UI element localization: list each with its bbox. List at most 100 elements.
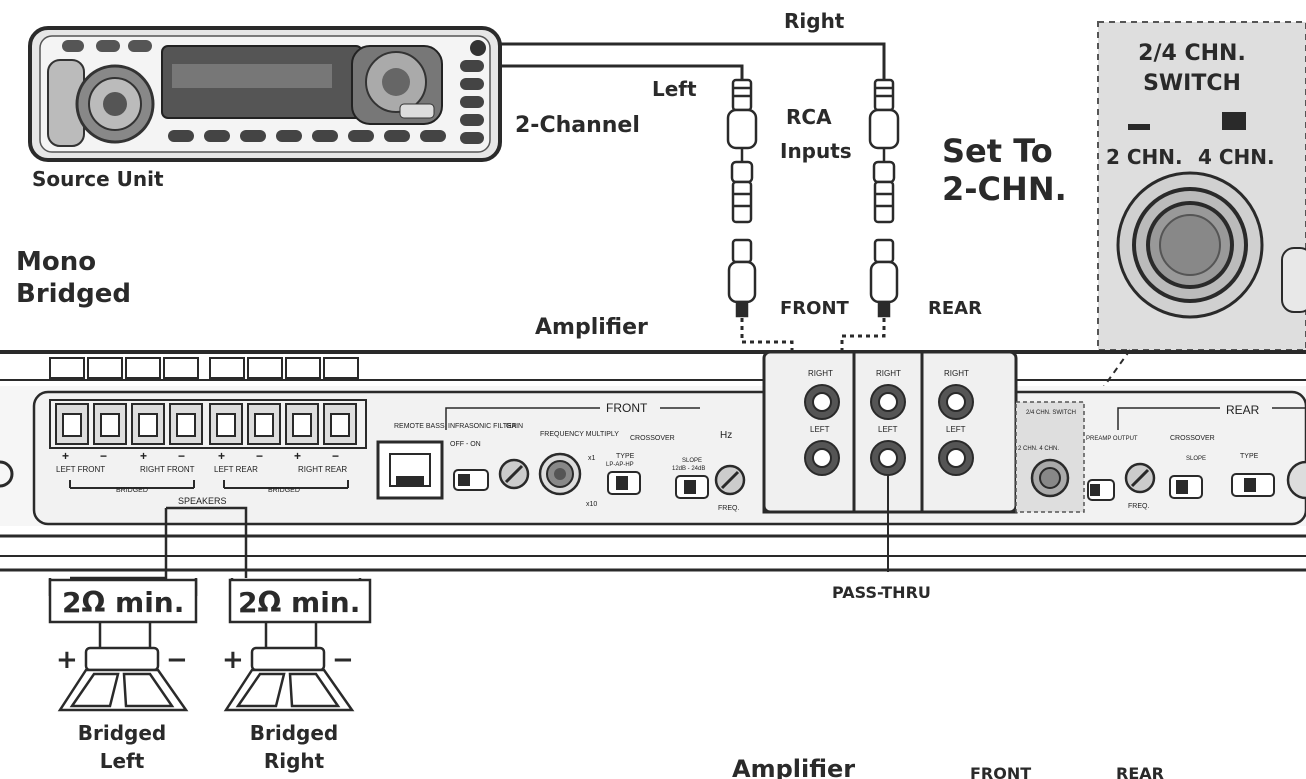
left-front-label: LEFT FRONT	[56, 465, 105, 474]
set-to-label: Set To	[942, 132, 1053, 170]
bottom-rear-label: REAR	[1116, 764, 1164, 779]
remote-bass-label: REMOTE BASS	[394, 423, 445, 430]
speakers-label: SPEAKERS	[178, 496, 227, 506]
switch-title-line1: 2/4 CHN.	[1138, 41, 1246, 66]
mono-label: Mono	[16, 247, 96, 277]
bottom-front-label: FRONT	[970, 764, 1031, 779]
switch-zoom-box	[1097, 21, 1306, 351]
rear-freq-knob[interactable]	[1124, 462, 1156, 494]
source-unit-label: Source Unit	[32, 167, 164, 191]
impedance-box-left	[48, 578, 198, 624]
pass-thru-label: PASS-THRU	[832, 583, 931, 602]
preamp-switch[interactable]	[1087, 479, 1115, 501]
bridged-right-line1: Bridged	[250, 721, 338, 745]
x1-label: x1	[588, 455, 596, 462]
4chn-position-icon	[1222, 112, 1246, 130]
two-channel-label: 2-Channel	[515, 113, 640, 138]
inputs-label: Inputs	[780, 139, 852, 163]
speaker-left-minus: −	[166, 645, 188, 675]
gain-knob[interactable]	[498, 458, 530, 490]
term-plus-1: +	[62, 449, 69, 463]
front-right-label: RIGHT	[808, 369, 833, 378]
2chn-position-icon	[1128, 124, 1150, 130]
rca-wires	[500, 42, 886, 80]
rear-type-switch[interactable]	[1231, 473, 1275, 497]
preamp-output-label: PREAMP OUTPUT	[1086, 436, 1138, 442]
switch-2chn-label: 2 CHN.	[1106, 145, 1183, 169]
front-label: FRONT	[780, 298, 850, 319]
speaker-right-plus: +	[222, 645, 244, 675]
amplifier-label: Amplifier	[535, 315, 648, 340]
term-minus-1: −	[100, 449, 107, 463]
term-minus-2: −	[178, 449, 185, 463]
x10-label: x10	[586, 501, 597, 508]
rca-plug-left	[726, 78, 758, 318]
slope-values-label: 12dB - 24dB	[672, 466, 705, 472]
rear-slope-label: SLOPE	[1186, 456, 1206, 462]
speaker-left-plus: +	[56, 645, 78, 675]
term-plus-3: +	[218, 449, 225, 463]
rear-right-label: RIGHT	[944, 369, 969, 378]
set-to-2chn-label: 2-CHN.	[942, 170, 1067, 208]
mini-switch-options: 2 CHN. 4 CHN.	[1018, 446, 1059, 452]
front-freq-knob[interactable]	[714, 464, 746, 496]
front-left-label: LEFT	[810, 425, 830, 434]
type-switch[interactable]	[607, 471, 641, 495]
bridged-rear-label: BRIDGED	[268, 487, 300, 494]
rca-jacks[interactable]	[804, 384, 974, 476]
type-label: TYPE	[616, 453, 635, 460]
speaker-right-minus: −	[332, 645, 354, 675]
term-minus-4: −	[332, 449, 339, 463]
infrasonic-switch[interactable]	[453, 469, 489, 491]
right-channel-label: Right	[784, 9, 845, 33]
term-minus-3: −	[256, 449, 263, 463]
right-front-label: RIGHT FRONT	[140, 465, 195, 474]
term-plus-2: +	[140, 449, 147, 463]
rear-freq-multiply-knob[interactable]	[1286, 460, 1306, 500]
impedance-box-right	[228, 578, 372, 624]
rear-crossover-label: CROSSOVER	[1170, 435, 1215, 442]
slope-label: SLOPE	[682, 458, 702, 464]
infrasonic-label: INFRASONIC FILTER	[448, 423, 517, 430]
slope-switch[interactable]	[675, 475, 709, 499]
rear-left-label: LEFT	[946, 425, 966, 434]
off-on-label: OFF - ON	[450, 441, 481, 448]
rear-type-label: TYPE	[1240, 453, 1259, 460]
rear-freq-label: FREQ.	[1128, 503, 1149, 510]
bridged-left-line1: Bridged	[78, 721, 166, 745]
crossover-label: CROSSOVER	[630, 435, 675, 442]
rear-bracket	[1117, 407, 1220, 430]
front-bracket	[445, 407, 600, 430]
pass-left-label: LEFT	[878, 425, 898, 434]
impedance-right-label: 2Ω min.	[238, 586, 360, 619]
panel-front-label: FRONT	[606, 401, 648, 415]
left-channel-label: Left	[652, 77, 697, 101]
mini-channel-switch[interactable]	[1015, 401, 1085, 513]
hz-label: Hz	[720, 430, 732, 441]
type-values-label: LP-AP-HP	[606, 462, 634, 468]
rca-plug-right	[868, 78, 900, 318]
speaker-left	[57, 622, 189, 712]
freq-multiply-label: FREQUENCY MULTIPLY	[540, 431, 619, 438]
rear-slope-switch[interactable]	[1169, 475, 1203, 499]
bridged-front-label: BRIDGED	[116, 487, 148, 494]
switch-title-line2: SWITCH	[1143, 71, 1241, 96]
gain-label: GAIN	[506, 423, 523, 430]
source-unit	[28, 26, 502, 162]
bottom-amplifier-label: Amplifier	[732, 755, 855, 779]
remote-bass-port	[376, 440, 444, 500]
pass-right-label: RIGHT	[876, 369, 901, 378]
speaker-right	[223, 622, 355, 712]
freq-multiply-knob[interactable]	[538, 452, 582, 496]
speaker-terminals	[49, 399, 367, 489]
impedance-left-label: 2Ω min.	[62, 586, 184, 619]
mini-switch-label: 2/4 CHN. SWITCH	[1026, 410, 1076, 416]
term-plus-4: +	[294, 449, 301, 463]
bridged-left-line2: Left	[100, 749, 145, 773]
bridged-label: Bridged	[16, 279, 131, 309]
left-rear-label: LEFT REAR	[214, 465, 258, 474]
front-freq-label: FREQ.	[718, 505, 739, 512]
right-rear-label: RIGHT REAR	[298, 465, 347, 474]
rear-label: REAR	[928, 298, 982, 319]
